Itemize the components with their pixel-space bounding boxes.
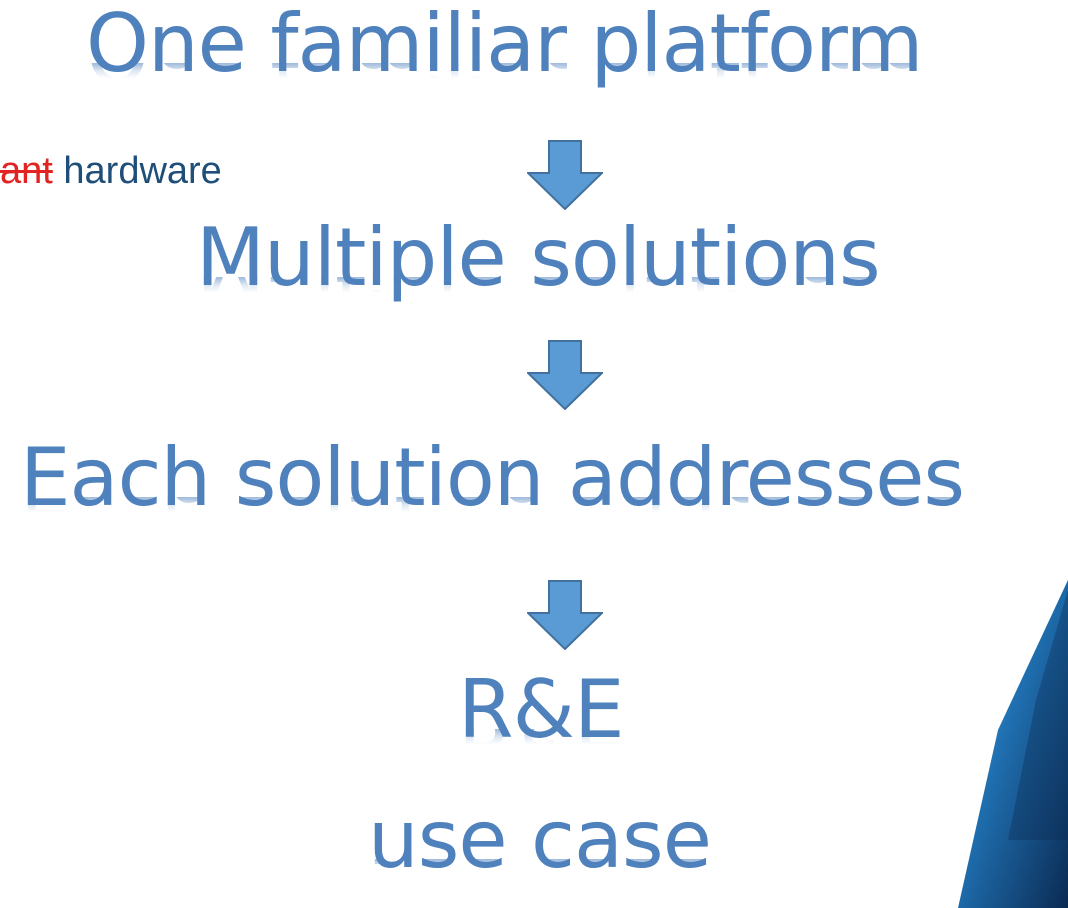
heading-line-4: R&E R&E [458,663,625,758]
heading-line-3: Each solution addresses Each solution ad… [20,431,965,526]
heading-line-1: One familiar platform One familiar platf… [86,0,923,92]
down-arrow-icon [527,580,603,650]
heading-line-5: use case use case [368,793,712,888]
heading-line-2: Multiple solutions Multiple solutions [196,211,881,306]
side-note-text: hardware [63,150,222,192]
down-arrow-icon [527,340,603,410]
down-arrow-icon [527,140,603,210]
struck-text: ant [0,150,53,192]
corner-decoration-image [958,580,1068,908]
side-note: ant hardware [0,150,222,193]
